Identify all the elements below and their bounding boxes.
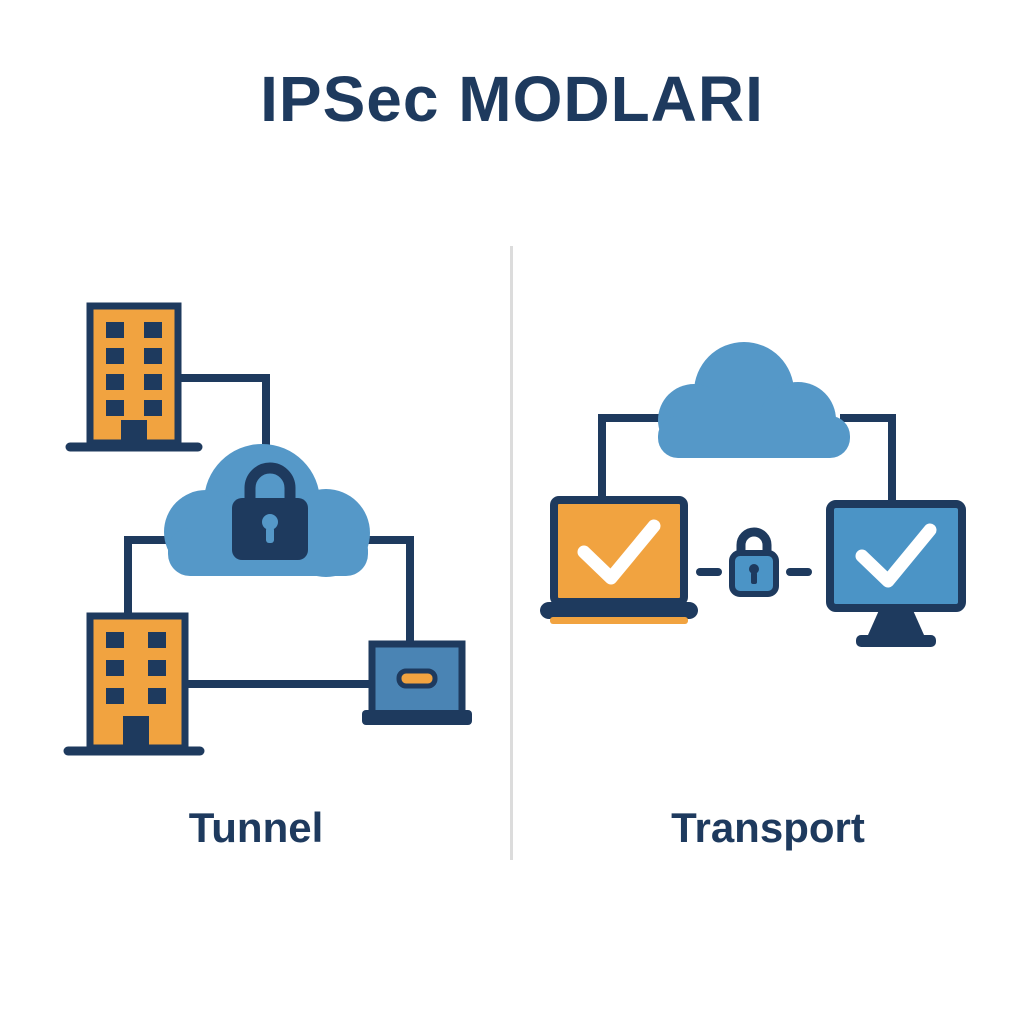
monitor-icon bbox=[826, 500, 966, 647]
line-building1-to-cloud bbox=[178, 374, 270, 450]
tunnel-panel: Tunnel bbox=[0, 250, 512, 870]
building-windows bbox=[106, 632, 166, 704]
connection-lines bbox=[598, 414, 896, 506]
checkmark-icon bbox=[577, 519, 661, 585]
building-door bbox=[121, 420, 147, 443]
tunnel-label: Tunnel bbox=[188, 804, 324, 851]
panel-divider bbox=[510, 246, 513, 860]
checkmark-icon bbox=[855, 523, 937, 588]
building-icon bbox=[63, 612, 205, 756]
building-door bbox=[123, 716, 149, 746]
transport-panel: Transport bbox=[512, 250, 1024, 870]
line-cloud-to-laptop bbox=[598, 414, 670, 502]
cloud-icon bbox=[658, 342, 850, 458]
line-cloud-to-building2 bbox=[124, 536, 182, 616]
line-cloud-to-server bbox=[354, 536, 414, 644]
tunnel-diagram bbox=[63, 302, 472, 756]
transport-label: Transport bbox=[671, 804, 865, 851]
page-title: IPSec MODLARI bbox=[260, 63, 764, 135]
connection-lines bbox=[124, 374, 414, 688]
laptop-icon bbox=[540, 496, 698, 624]
building-windows bbox=[106, 322, 162, 416]
server-icon bbox=[362, 640, 472, 725]
transport-diagram bbox=[540, 342, 966, 647]
building-icon bbox=[65, 302, 203, 452]
line-cloud-to-monitor bbox=[840, 414, 896, 506]
lock-icon bbox=[232, 462, 308, 560]
padlock-icon bbox=[729, 527, 779, 597]
